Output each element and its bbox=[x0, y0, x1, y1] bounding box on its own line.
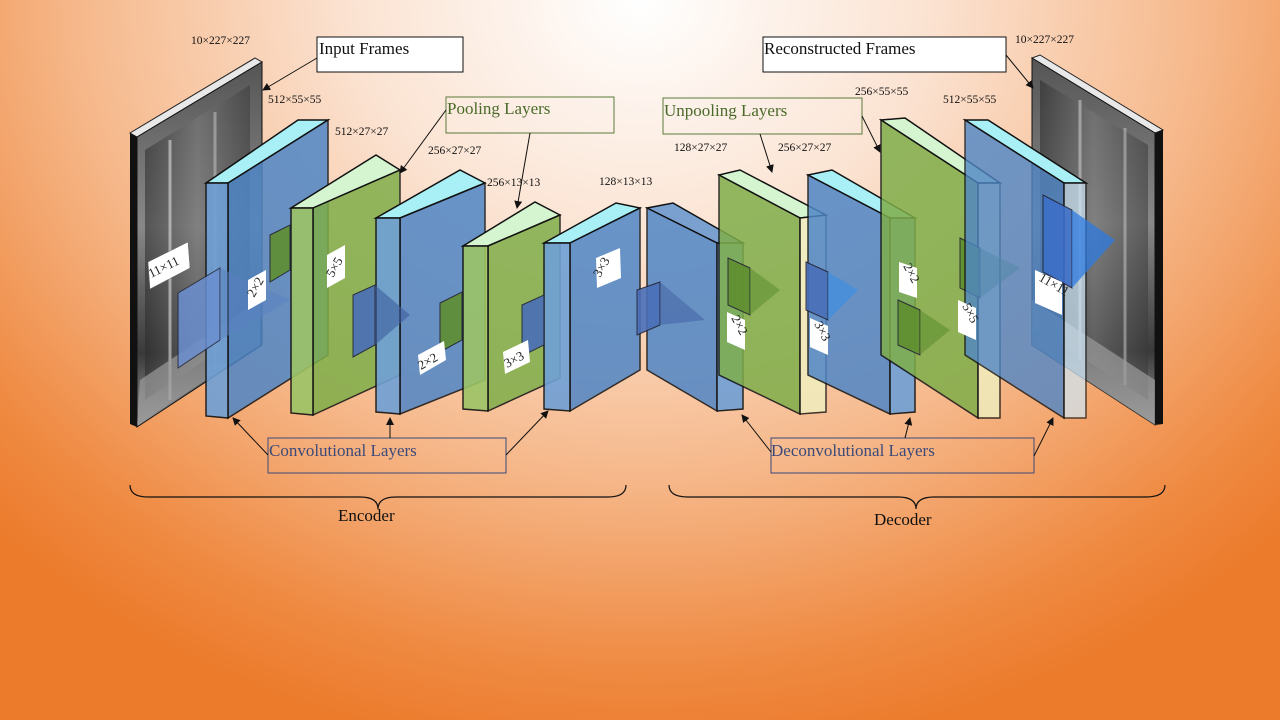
dim-label-unpool1: 256×27×27 bbox=[778, 142, 831, 154]
kernel-label-d2: 3×3 bbox=[810, 318, 834, 355]
svg-text:Pooling Layers: Pooling Layers bbox=[447, 99, 550, 118]
dim-label-conv3: 128×13×13 bbox=[599, 176, 652, 188]
dim-label-deconv2: 256×55×55 bbox=[855, 86, 908, 98]
dim-label-pool1: 512×27×27 bbox=[335, 126, 388, 138]
encoder-brace bbox=[129, 484, 627, 510]
callout-arrows bbox=[232, 54, 1054, 457]
dim-label-deconv1: 128×27×27 bbox=[674, 142, 727, 154]
svg-text:Unpooling Layers: Unpooling Layers bbox=[664, 101, 787, 120]
dim-label-input: 10×227×227 bbox=[191, 35, 250, 47]
dim-label-conv2: 256×27×27 bbox=[428, 145, 481, 157]
encoder-label: Encoder bbox=[338, 506, 395, 525]
dim-label-conv1: 512×55×55 bbox=[268, 94, 321, 106]
kernel-label-k3: 5×5 bbox=[323, 245, 346, 288]
kernel-label-d3: 2×2 bbox=[899, 260, 923, 298]
callout-convolutional-layers: Convolutional Layers bbox=[267, 437, 507, 474]
kernel-label-d1: 2×2 bbox=[727, 312, 751, 350]
callout-deconvolutional-layers: Deconvolutional Layers bbox=[770, 437, 1035, 474]
dim-label-pool2: 256×13×13 bbox=[487, 177, 540, 189]
svg-text:Convolutional Layers: Convolutional Layers bbox=[269, 441, 417, 460]
kernel-label-k4: 2×2 bbox=[415, 341, 446, 375]
kernel-label-k2: 2×2 bbox=[244, 270, 267, 310]
dim-label-output: 10×227×227 bbox=[1015, 34, 1074, 46]
kernel-label-k6: 3×3 bbox=[590, 248, 621, 288]
decoder-label: Decoder bbox=[874, 510, 932, 529]
kernel-label-d4: 5×5 bbox=[958, 300, 982, 340]
callout-pooling-layers: Pooling Layers bbox=[445, 96, 615, 134]
svg-text:Input Frames: Input Frames bbox=[319, 39, 409, 58]
dim-label-unpool2: 512×55×55 bbox=[943, 94, 996, 106]
decoder-brace bbox=[668, 484, 1166, 510]
svg-text:Reconstructed Frames: Reconstructed Frames bbox=[764, 39, 916, 58]
svg-text:Deconvolutional Layers: Deconvolutional Layers bbox=[771, 441, 935, 460]
decoder-output-conv-block bbox=[962, 118, 1115, 420]
callout-reconstructed-frames: Reconstructed Frames bbox=[762, 36, 1007, 73]
callout-input-frames: Input Frames bbox=[316, 36, 464, 73]
callout-unpooling-layers: Unpooling Layers bbox=[662, 97, 863, 135]
kernel-label-k5: 3×3 bbox=[501, 340, 530, 374]
